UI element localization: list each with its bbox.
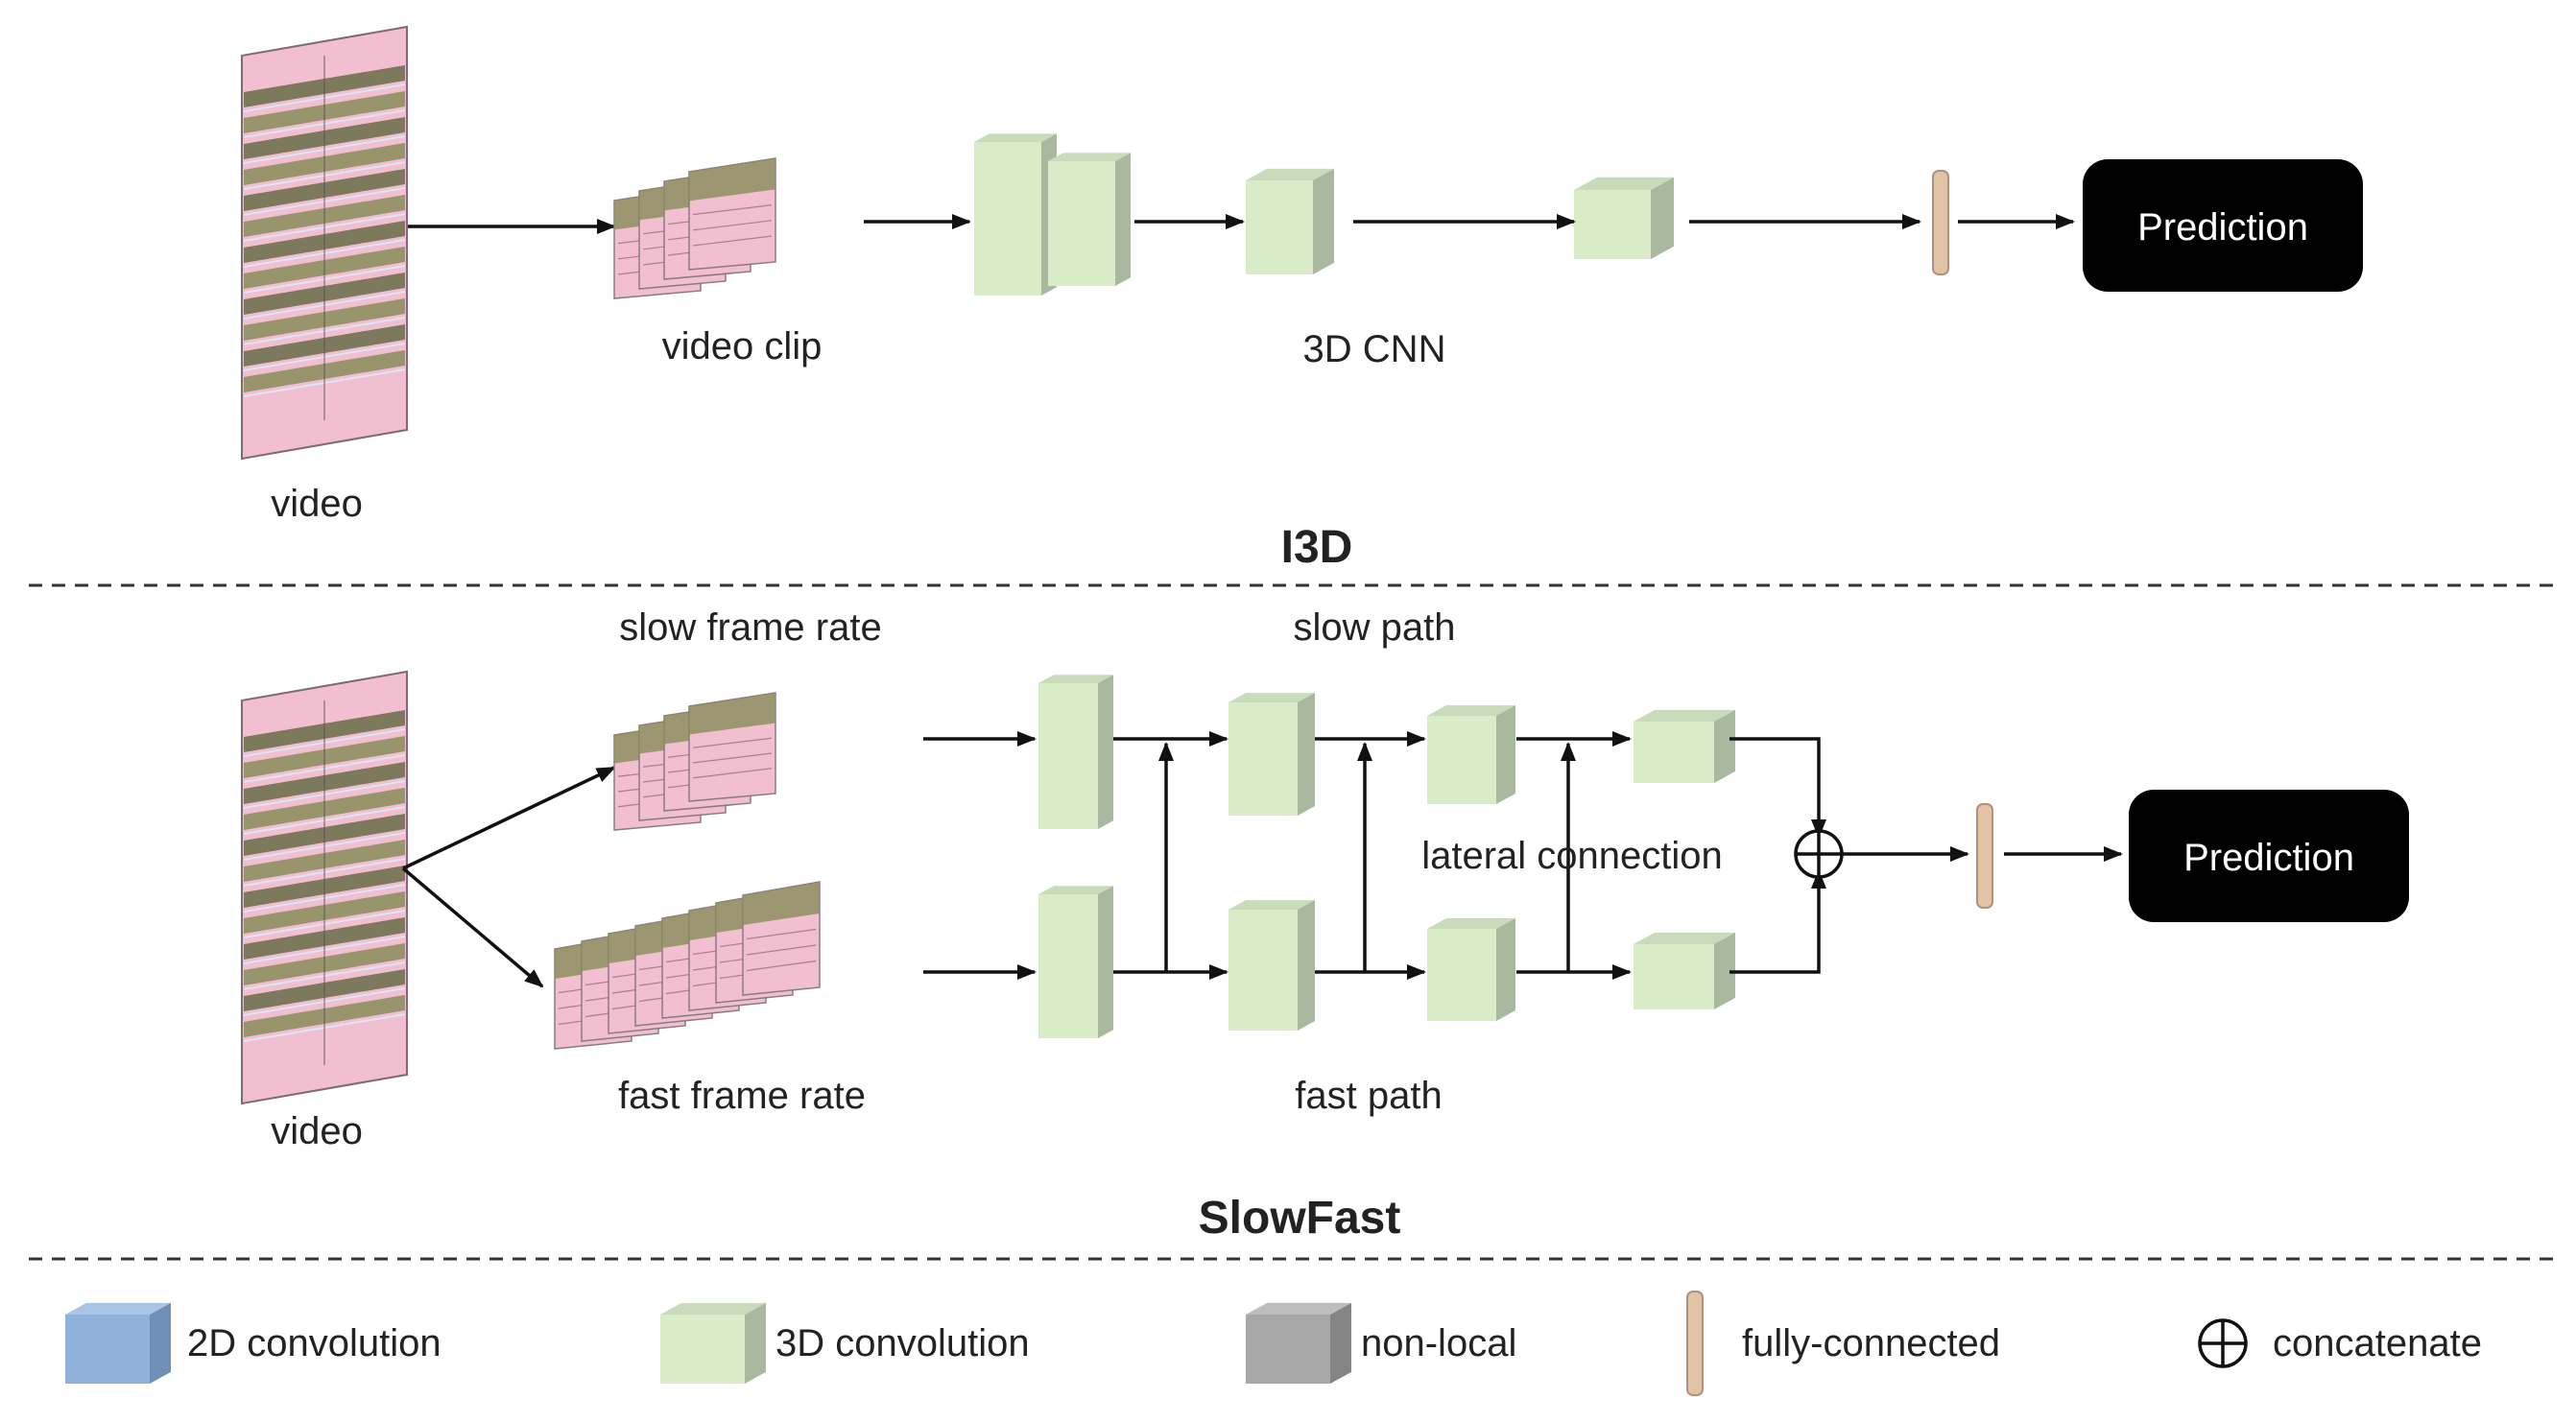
slowfast-video-stack-icon — [241, 670, 408, 1105]
slowfast-prediction-box: Prediction — [2129, 790, 2409, 922]
slow-frame-rate-label: slow frame rate — [619, 606, 881, 649]
legend-label-fully-connected: fully-connected — [1742, 1322, 2000, 1364]
non-local-cube-icon — [1246, 1302, 1351, 1384]
slow-frame-clip-icon — [613, 692, 776, 831]
i3d-conv-block-2 — [1048, 153, 1131, 286]
i3d-3d-cnn-blocks — [974, 133, 1674, 296]
slow-conv-block-4 — [1634, 709, 1735, 783]
legend-label-non-local: non-local — [1361, 1322, 1516, 1364]
slow-merge-line — [1729, 737, 1826, 839]
arrow-video-to-slow — [402, 766, 616, 870]
i3d-video-strip — [241, 25, 408, 461]
i3d-prediction-box: Prediction — [2083, 159, 2363, 292]
legend-2d-cube — [65, 1302, 171, 1384]
fast-conv-block-3 — [1427, 918, 1515, 1021]
i3d-video-stack-icon — [241, 25, 408, 461]
slow-path-label: slow path — [1294, 606, 1456, 649]
i3d-title: I3D — [1281, 522, 1353, 573]
video-frame — [742, 881, 821, 996]
slow-conv-block-2 — [1228, 693, 1315, 816]
legend: 2D convolution 3D convolution non-local … — [65, 1291, 2482, 1396]
i3d-conv-block-1 — [974, 133, 1057, 296]
concat-circle-plus-icon — [2198, 1318, 2248, 1368]
2d-conv-cube-icon — [65, 1302, 171, 1384]
slowfast-prediction-label: Prediction — [2183, 837, 2354, 879]
arrow-video-to-fast — [401, 866, 544, 988]
video-frame — [688, 692, 776, 802]
3d-conv-cube-icon — [660, 1302, 766, 1384]
slow-clip-frames — [613, 692, 776, 831]
slow-conv-block-1 — [1038, 675, 1113, 829]
i3d-section: video video clip 3D CNN Prediction I3D — [241, 25, 2363, 573]
i3d-video-clip-icon — [613, 157, 776, 299]
slowfast-3d-conv-blocks — [1038, 675, 1735, 1038]
i3d-conv-block-3 — [1246, 168, 1334, 274]
slowfast-section: slow frame rate slow path video fast fra… — [241, 606, 2409, 1244]
i3d-fc-bar-icon — [1932, 170, 1949, 275]
i3d-prediction-label: Prediction — [2137, 206, 2308, 249]
fc-bar-icon — [1686, 1291, 1704, 1396]
lateral-connection-label: lateral connection — [1421, 835, 1723, 877]
video-frame — [688, 157, 776, 271]
legend-label-2d-convolution: 2D convolution — [187, 1322, 441, 1364]
legend-label-3d-convolution: 3D convolution — [775, 1322, 1030, 1364]
i3d-conv-block-4 — [1574, 177, 1674, 259]
slowfast-fc-bar-icon — [1976, 803, 1993, 909]
legend-label-concatenate: concatenate — [2273, 1322, 2482, 1364]
fast-path-label: fast path — [1295, 1075, 1442, 1117]
fast-conv-block-2 — [1228, 900, 1315, 1031]
slowfast-video-label: video — [271, 1110, 363, 1152]
legend-3d-cube — [660, 1302, 766, 1384]
i3d-video-label: video — [271, 483, 363, 525]
fast-conv-block-4 — [1634, 932, 1735, 1009]
i3d-cnn-label: 3D CNN — [1303, 328, 1446, 370]
slowfast-video-strip — [241, 670, 408, 1105]
i3d-clip-frames — [613, 157, 776, 299]
legend-nonlocal-cube — [1246, 1302, 1351, 1384]
concatenate-icon — [1794, 829, 1844, 879]
fast-frame-clip-icon — [554, 881, 821, 1050]
fast-clip-frames — [554, 881, 821, 1050]
slow-conv-block-3 — [1427, 705, 1515, 804]
fast-merge-line — [1729, 869, 1826, 974]
slowfast-title: SlowFast — [1199, 1193, 1401, 1244]
i3d-clip-label: video clip — [662, 325, 823, 368]
fast-conv-block-1 — [1038, 886, 1113, 1038]
fast-frame-rate-label: fast frame rate — [618, 1075, 866, 1117]
